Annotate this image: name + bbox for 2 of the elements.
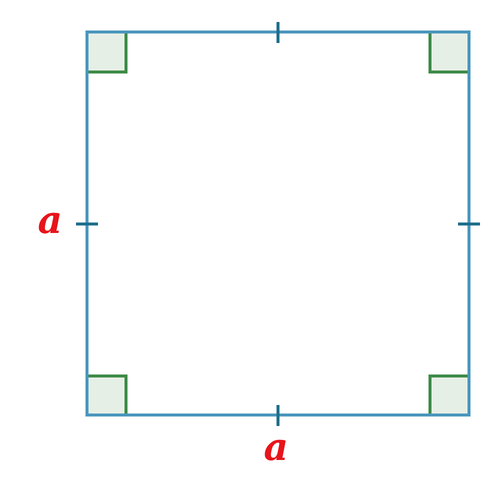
side-length-label: a xyxy=(264,428,288,466)
side-length-label: a xyxy=(38,201,62,239)
